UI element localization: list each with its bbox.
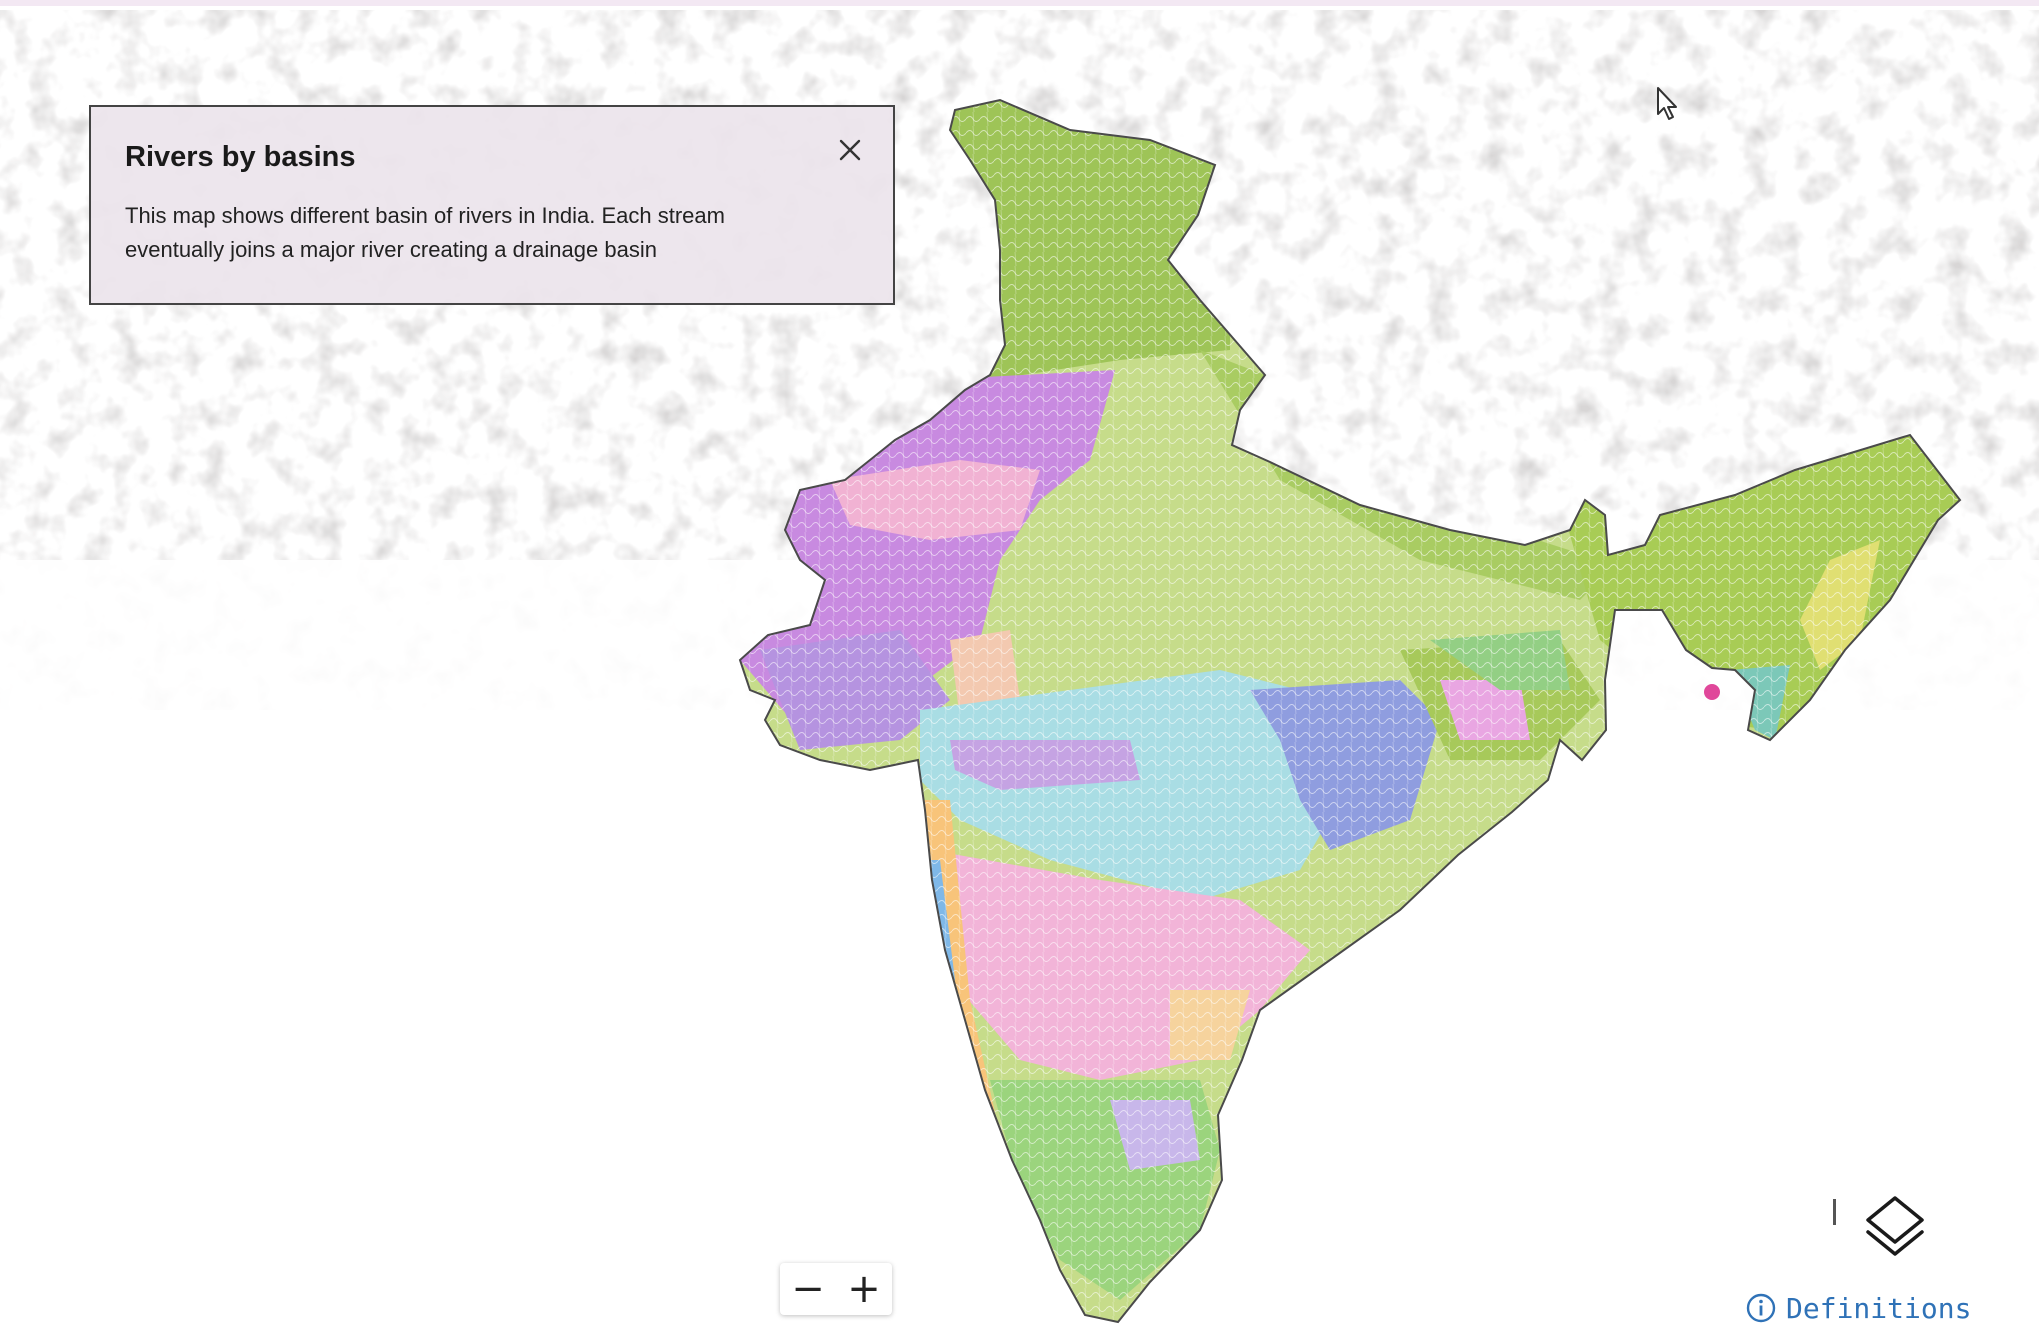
zoom-control: − + bbox=[780, 1263, 892, 1315]
definitions-label: Definitions bbox=[1786, 1291, 1972, 1325]
zoom-out-button[interactable]: − bbox=[791, 1266, 825, 1312]
info-panel: Rivers by basins This map shows differen… bbox=[89, 105, 895, 305]
map-tick-mark bbox=[1833, 1199, 1836, 1225]
layers-button[interactable] bbox=[1860, 1190, 1930, 1260]
info-panel-description: This map shows different basin of rivers… bbox=[125, 203, 725, 262]
info-icon bbox=[1746, 1293, 1776, 1323]
cursor-icon bbox=[1657, 87, 1677, 120]
bay-island-dot bbox=[1704, 684, 1720, 700]
info-panel-title: Rivers by basins bbox=[125, 141, 356, 173]
definitions-link[interactable]: Definitions bbox=[1746, 1290, 1971, 1326]
layers-icon bbox=[1866, 1196, 1924, 1256]
zoom-in-button[interactable]: + bbox=[847, 1266, 881, 1312]
india-outline bbox=[738, 98, 1962, 1324]
close-icon[interactable] bbox=[833, 133, 867, 167]
